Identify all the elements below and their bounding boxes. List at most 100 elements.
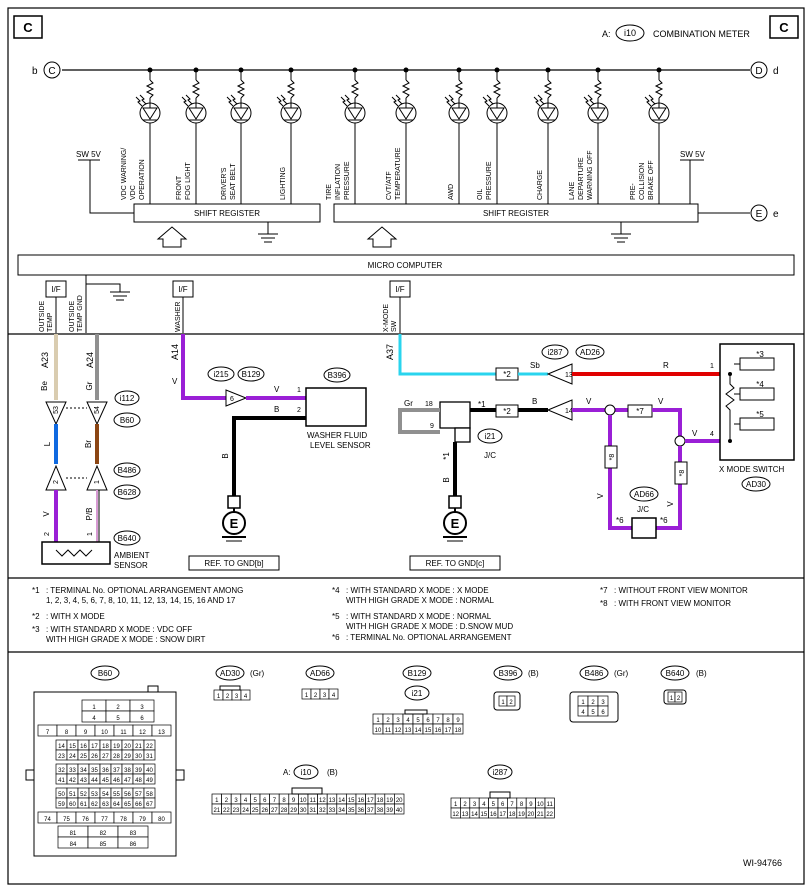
wire-v-x3: V [596, 493, 605, 499]
star-8a: *8 [609, 454, 616, 461]
lamp-6: AWD [444, 67, 470, 204]
pin: 34 [338, 808, 345, 814]
lamp-label: TIRE [326, 184, 333, 200]
pin: 77 [101, 817, 108, 823]
lamp-label: OPERATION [139, 159, 146, 200]
pin-a14: A14 [170, 344, 180, 360]
pin: 54 [102, 792, 109, 798]
pin: 22 [223, 808, 230, 814]
corner-box-right [769, 15, 799, 39]
pin: 22 [546, 812, 553, 818]
lamp-label: VDC [130, 185, 137, 200]
wire-b-washer: B [274, 405, 279, 414]
pin: 47 [124, 778, 131, 784]
pin: 26 [261, 808, 268, 814]
wire-v-x4: V [692, 429, 698, 438]
pin: 33 [329, 808, 336, 814]
lamp-label: SEAT BELT [230, 163, 237, 200]
pin: 23 [233, 808, 240, 814]
pin: 6 [140, 716, 144, 722]
conn-b640-color: (B) [696, 669, 707, 678]
pin-1r: 1 [710, 363, 714, 370]
pin: 26 [91, 754, 98, 760]
pin-53: 53 [53, 406, 60, 414]
pin: 6 [501, 802, 505, 808]
lamp-label: PRESSURE [486, 161, 493, 200]
lamp-label: COLLISION [639, 163, 646, 200]
pin: 19 [518, 812, 525, 818]
pin-a24: A24 [85, 352, 95, 368]
pin: 7 [46, 730, 50, 736]
pin-13: 13 [565, 372, 573, 379]
conn-b60-label: B60 [98, 669, 113, 678]
lamp-label: LIGHTING [280, 167, 287, 200]
pin: 4 [244, 694, 248, 700]
lamp-label: DRIVER'S [221, 167, 228, 200]
note-text: : WITHOUT FRONT VIEW MONITOR [614, 586, 748, 595]
pin: 83 [130, 831, 137, 837]
pin: 79 [139, 817, 146, 823]
pin: 80 [158, 817, 165, 823]
meter-name: COMBINATION METER [653, 29, 750, 39]
pin: 38 [377, 808, 384, 814]
pin: 4 [406, 718, 410, 724]
pin: 16 [490, 812, 497, 818]
connector-icon [45, 401, 67, 426]
note-mark: *7 [600, 586, 608, 595]
washer-label-2: LEVEL SENSOR [310, 441, 371, 450]
pin-1: 1 [297, 387, 301, 394]
pin: 1 [215, 798, 219, 804]
pin: 9 [456, 718, 460, 724]
note-text: : WITH FRONT VIEW MONITOR [614, 599, 731, 608]
pin: 11 [547, 802, 554, 808]
pin: 28 [281, 808, 288, 814]
pin: 17 [91, 744, 98, 750]
conn-b-small: b [32, 66, 38, 77]
pin: 66 [135, 802, 142, 808]
pin: 24 [242, 808, 249, 814]
wire-v-x1: V [586, 397, 592, 406]
wire-br: Br [84, 440, 93, 448]
signal-xmode-1: X-MODE [383, 304, 390, 332]
conn-ad66-label: AD66 [310, 669, 331, 678]
pin: 19 [113, 744, 120, 750]
pin: 36 [102, 768, 109, 774]
pin-1a: 1 [94, 480, 101, 484]
lamp-label: DEPARTURE [578, 157, 585, 200]
ref-i112: i112 [120, 394, 135, 403]
gnd-b-label: REF. TO GND[b] [204, 559, 263, 568]
pin-4r: 4 [710, 431, 714, 438]
ambient-sensor-body [41, 541, 111, 565]
pin: 13 [462, 812, 469, 818]
connector-icon [45, 464, 67, 491]
pin: 18 [509, 812, 516, 818]
pin: 48 [135, 778, 142, 784]
pin: 41 [58, 778, 65, 784]
star-6a: *6 [616, 516, 624, 525]
note-text: : WITH STANDARD X MODE : X MODE [346, 586, 489, 595]
ref-b396: B396 [328, 371, 347, 380]
pin: 1 [217, 694, 221, 700]
interface-3: I/F [395, 285, 404, 294]
conn-i10-label: i10 [301, 768, 312, 777]
conn-ad30-label: AD30 [220, 669, 241, 678]
pin: 9 [292, 798, 296, 804]
pin: 13 [329, 798, 336, 804]
pin: 17 [445, 728, 452, 734]
meter-ref: i10 [624, 28, 636, 38]
pin: 78 [120, 817, 127, 823]
shift-register-right: SHIFT REGISTER [483, 209, 549, 218]
note-text: 1, 2, 3, 4, 5, 6, 7, 8, 10, 11, 12, 13, … [46, 596, 236, 605]
star-1b: *1 [442, 452, 451, 460]
signal-outside-gnd-1: OUTSIDE [69, 301, 76, 332]
pin: 6 [601, 710, 605, 716]
pin: 15 [69, 744, 76, 750]
pin: 17 [367, 798, 374, 804]
lamp-label: FOG LIGHT [185, 162, 192, 200]
lamp-label: OIL [477, 189, 484, 200]
